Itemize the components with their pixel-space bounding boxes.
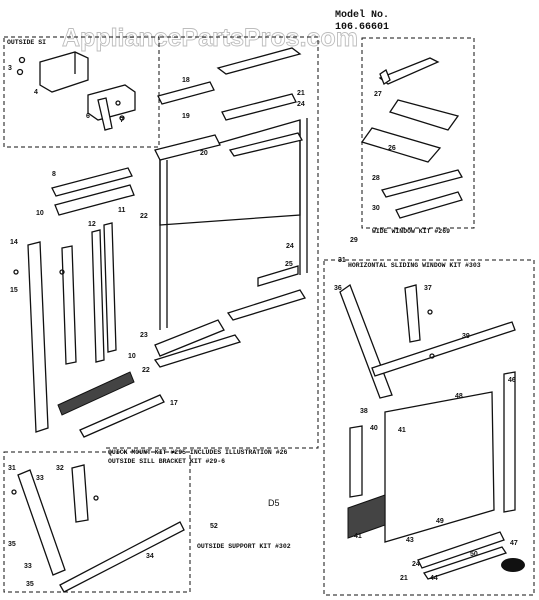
model-number: 106.66601 [335, 22, 389, 33]
callout: 24 [297, 101, 305, 108]
callout: 30 [372, 205, 380, 212]
callout: 34 [146, 553, 154, 560]
window-frame-group [153, 47, 308, 368]
callout: 28 [372, 175, 380, 182]
callout: 31 [8, 465, 16, 472]
callout: 17 [170, 400, 178, 407]
horizontal-kit-parts [339, 283, 525, 580]
sill-bracket-kit-label: OUTSIDE SILL BRACKET KIT #29-6 [108, 458, 225, 465]
support-kit-box [3, 451, 191, 593]
callout: 27 [374, 91, 382, 98]
callout: 38 [360, 408, 368, 415]
horizontal-kit-box [323, 259, 535, 596]
callout: 33 [24, 563, 32, 570]
callout: 46 [508, 377, 516, 384]
outside-kit-box [3, 36, 160, 148]
callout: 25 [285, 261, 293, 268]
callout: 35 [8, 541, 16, 548]
callout: 32 [56, 465, 64, 472]
callout: 10 [36, 210, 44, 217]
callout: 26 [388, 145, 396, 152]
diagram-code: D5 [268, 498, 280, 508]
callout: 18 [182, 77, 190, 84]
callout: 20 [200, 150, 208, 157]
callout: 21 [400, 575, 408, 582]
side-strip-group [13, 167, 165, 438]
callout: 43 [406, 537, 414, 544]
callout: 50 [470, 551, 478, 558]
callout: 33 [36, 475, 44, 482]
callout: 49 [436, 518, 444, 525]
callout: 22 [140, 213, 148, 220]
callout: 4 [34, 89, 38, 96]
callout: 35 [26, 581, 34, 588]
callout: 48 [455, 393, 463, 400]
support-kit-parts [11, 464, 185, 593]
callout: 15 [10, 287, 18, 294]
horizontal-kit-label: HORIZONTAL SLIDING WINDOW KIT #303 [348, 262, 481, 269]
outside-bracket-group [16, 51, 136, 131]
callout: 22 [142, 367, 150, 374]
callout: 31 [338, 257, 346, 264]
callout: 41 [398, 427, 406, 434]
callout: 52 [210, 523, 218, 530]
callout: 12 [88, 221, 96, 228]
callout: 24 [286, 243, 294, 250]
callout: 23 [140, 332, 148, 339]
callout: 40 [370, 425, 378, 432]
callout: 11 [118, 207, 126, 214]
callout: 39 [462, 333, 470, 340]
callout: 14 [10, 239, 18, 246]
callout: 24 [412, 561, 420, 568]
callout: 3 [8, 65, 12, 72]
watermark: AppliancePartsPros.com [62, 24, 358, 52]
callout: 19 [182, 113, 190, 120]
callout: 36 [334, 285, 342, 292]
callout: 6 [86, 113, 90, 120]
callout: 29 [350, 237, 358, 244]
callout: 8 [52, 171, 56, 178]
quick-mount-kit-label: QUICK MOUNT KIT #295 INCLUDES ILLUSTRATI… [108, 449, 288, 456]
wide-window-kit-box [361, 37, 475, 229]
callout: 7 [120, 117, 124, 124]
callout: 10 [128, 353, 136, 360]
callout: 37 [424, 285, 432, 292]
outside-kit-label: OUTSIDE SI [7, 39, 46, 46]
wide-window-kit-label: WIDE WINDOW KIT #269 [372, 228, 450, 235]
model-label: Model No. [335, 9, 389, 21]
callout: 44 [430, 575, 438, 582]
callout-labels: 4 3 6 7 8 10 11 12 14 15 10 17 18 19 20 … [8, 65, 518, 588]
callout: 47 [510, 540, 518, 547]
quick-mount-kit-box [104, 36, 319, 449]
wide-window-parts [360, 57, 463, 219]
callout: 21 [297, 90, 305, 97]
support-kit-label: OUTSIDE SUPPORT KIT #302 [197, 543, 291, 550]
callout: 41 [354, 533, 362, 540]
